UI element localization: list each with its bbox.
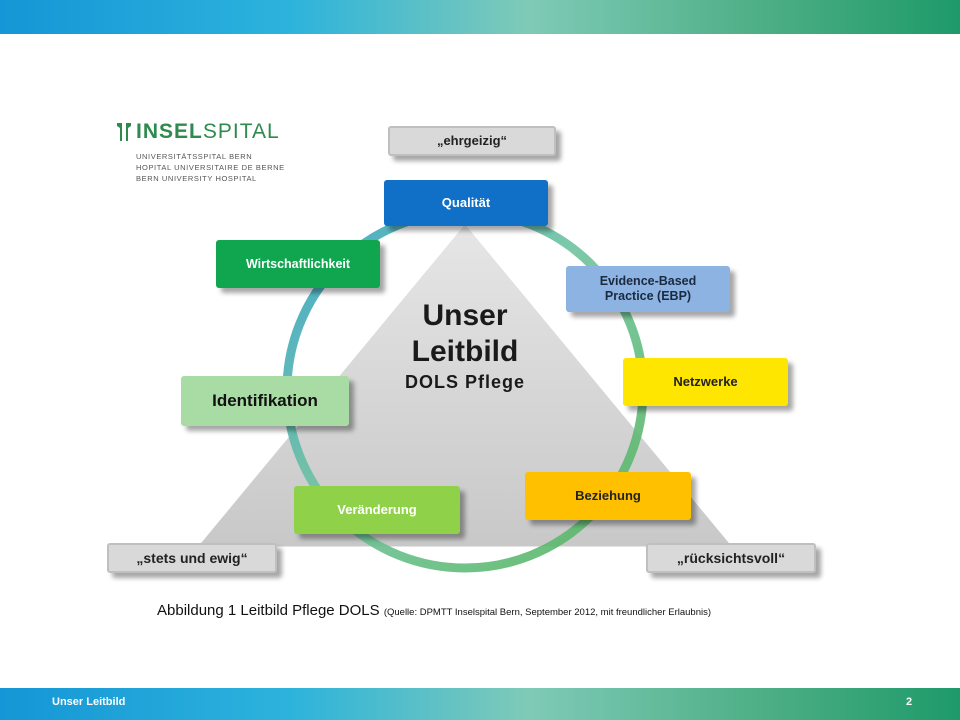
corner-label: „ehrgeizig“ bbox=[436, 133, 508, 149]
value-label: Wirtschaftlichkeit bbox=[245, 256, 351, 271]
value-label: Identifikation bbox=[212, 390, 318, 410]
value-box-wirtschaftlichkeit: Wirtschaftlichkeit bbox=[216, 240, 380, 288]
corner-box-stets-und-ewig: „stets und ewig“ bbox=[107, 543, 277, 573]
center-subtitle: DOLS Pflege bbox=[404, 372, 526, 392]
logo-wordmark: INSELSPITAL bbox=[136, 120, 280, 143]
center-title-line: Leitbild bbox=[411, 335, 519, 368]
logo-line: BERN UNIVERSITY HOSPITAL bbox=[136, 174, 257, 183]
logo-line: HOPITAL UNIVERSITAIRE DE BERNE bbox=[136, 163, 285, 172]
logo-line: UNIVERSITÄTSSPITAL BERN bbox=[136, 152, 253, 161]
inselspital-logo: INSELSPITAL UNIVERSITÄTSSPITAL BERN HOPI… bbox=[116, 120, 306, 184]
footer-title: Unser Leitbild bbox=[52, 696, 126, 708]
value-box-veraenderung: Veränderung bbox=[294, 486, 460, 534]
value-label: Evidence-Based Practice (EBP) bbox=[599, 274, 697, 303]
value-box-beziehung: Beziehung bbox=[525, 472, 691, 520]
corner-label: „rücksichtsvoll“ bbox=[676, 549, 786, 566]
footer-band bbox=[0, 688, 960, 720]
caption-main: Abbildung 1 Leitbild Pflege DOLS bbox=[157, 602, 384, 619]
inselspital-logo-icon bbox=[117, 123, 131, 141]
center-title-line: Unser bbox=[422, 299, 508, 332]
corner-label: „stets und ewig“ bbox=[136, 549, 248, 566]
value-label: Beziehung bbox=[575, 488, 641, 504]
caption-source: (Quelle: DPMTT Inselspital Bern, Septemb… bbox=[383, 607, 712, 618]
value-label: Netzwerke bbox=[673, 374, 738, 390]
value-box-netzwerke: Netzwerke bbox=[623, 358, 788, 406]
value-box-identifikation: Identifikation bbox=[181, 376, 349, 426]
value-box-ebp: Evidence-Based Practice (EBP) bbox=[566, 266, 730, 312]
header-band bbox=[0, 0, 960, 34]
figure-caption: Abbildung 1 Leitbild Pflege DOLS (Quelle… bbox=[157, 602, 711, 619]
value-box-qualitaet: Qualität bbox=[384, 180, 548, 226]
page-number: 2 bbox=[906, 696, 913, 708]
value-label: Veränderung bbox=[337, 502, 417, 518]
corner-box-ehrgeizig: „ehrgeizig“ bbox=[388, 126, 556, 156]
corner-box-ruecksichtsvoll: „rücksichtsvoll“ bbox=[646, 543, 816, 573]
value-label: Qualität bbox=[441, 195, 491, 211]
diagram-center-title: Unser Leitbild DOLS Pflege bbox=[380, 298, 550, 394]
